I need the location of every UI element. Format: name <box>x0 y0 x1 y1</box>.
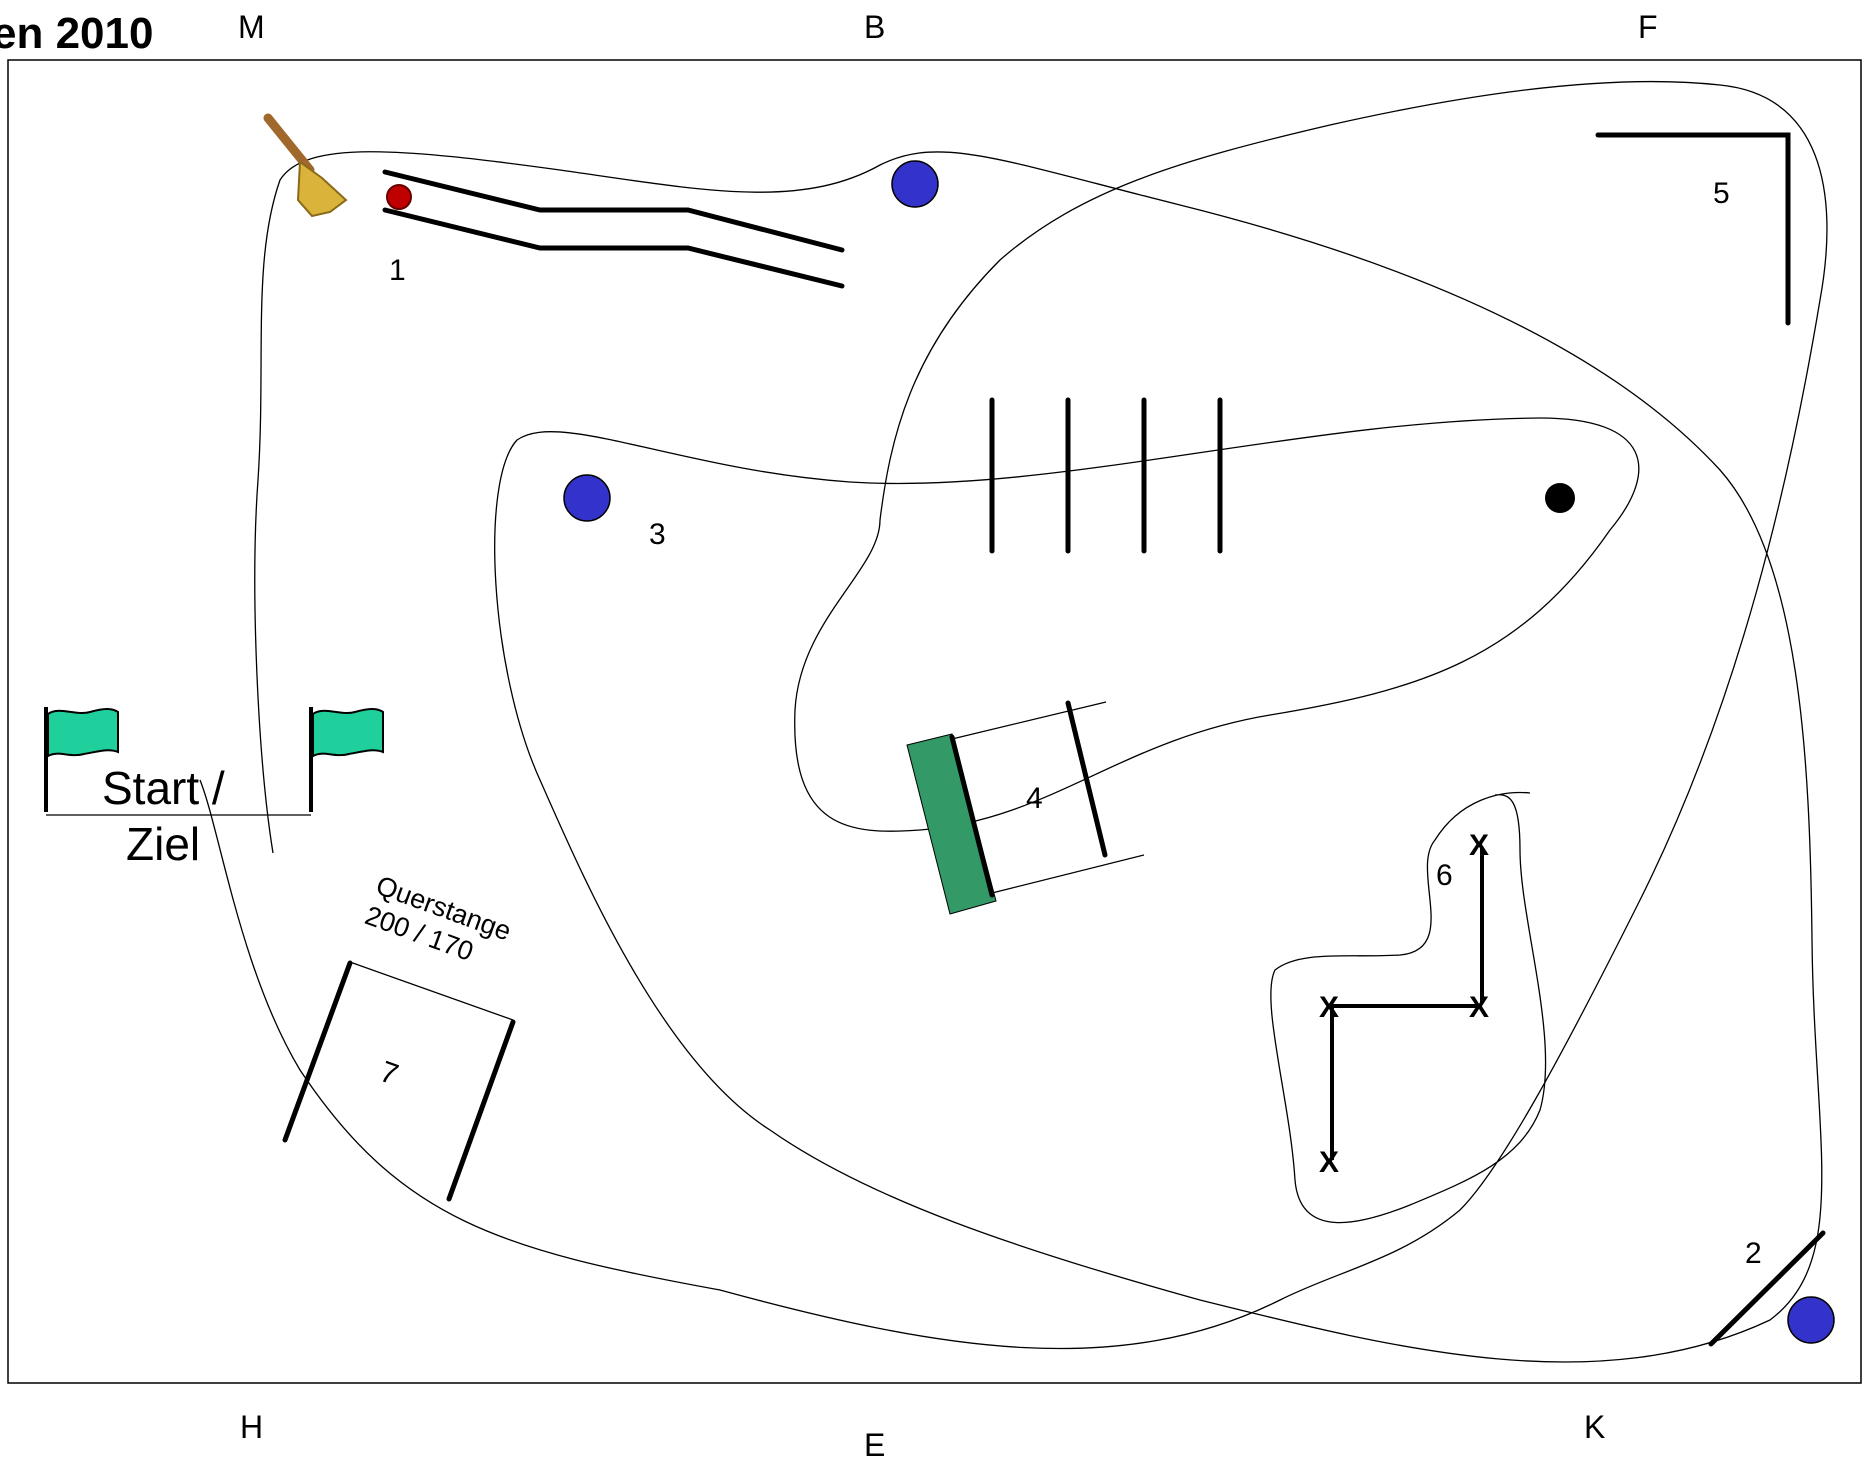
obstacle-7-gate <box>282 960 516 1202</box>
arena-border <box>7 59 1862 1384</box>
cone-obstacle-2 <box>1787 1296 1835 1344</box>
obstacle-5-corner <box>1595 132 1791 326</box>
cone-top <box>891 160 939 208</box>
obstacle-1-number: 1 <box>389 254 406 287</box>
obstacle-1-lane <box>382 169 845 289</box>
obstacle-2-number: 2 <box>1745 1237 1762 1270</box>
start-label-line2: Ziel <box>126 818 200 870</box>
ground-poles <box>989 397 1223 554</box>
obstacle-7-number: 7 <box>375 1055 402 1092</box>
letter-k: K <box>1584 1409 1605 1445</box>
obstacle-3-number: 3 <box>649 518 666 551</box>
obstacle-6-lines <box>1330 848 1484 1160</box>
ball <box>386 184 412 210</box>
obstacle-4-bridge <box>906 700 1145 915</box>
black-marker <box>1545 483 1575 513</box>
x-marker-top: X <box>1469 829 1489 862</box>
letter-h: H <box>240 1409 263 1445</box>
start-flag-left <box>44 707 119 812</box>
letter-m: M <box>238 9 265 45</box>
x-marker-bottom: X <box>1319 1146 1339 1179</box>
obstacle-2-pole <box>1708 1230 1826 1347</box>
broom-icon <box>263 113 348 218</box>
crossbar-label: Querstange 200 / 170 <box>361 870 515 967</box>
start-label-line1: Start / <box>102 762 225 814</box>
obstacle-6-number: 6 <box>1436 859 1453 892</box>
letter-e: E <box>864 1427 885 1462</box>
title: en 2010 <box>0 9 153 58</box>
letter-b: B <box>864 9 885 45</box>
letter-f: F <box>1638 9 1658 45</box>
obstacle-4-number: 4 <box>1026 782 1043 815</box>
x-marker-left: X <box>1319 991 1339 1024</box>
x-marker-corner: X <box>1469 991 1489 1024</box>
start-flag-right <box>309 707 384 812</box>
course-path-outer <box>199 80 1828 1363</box>
figure-eight-path <box>1270 791 1547 1224</box>
obstacle-5-number: 5 <box>1713 177 1730 210</box>
cone-obstacle-3 <box>563 474 611 522</box>
